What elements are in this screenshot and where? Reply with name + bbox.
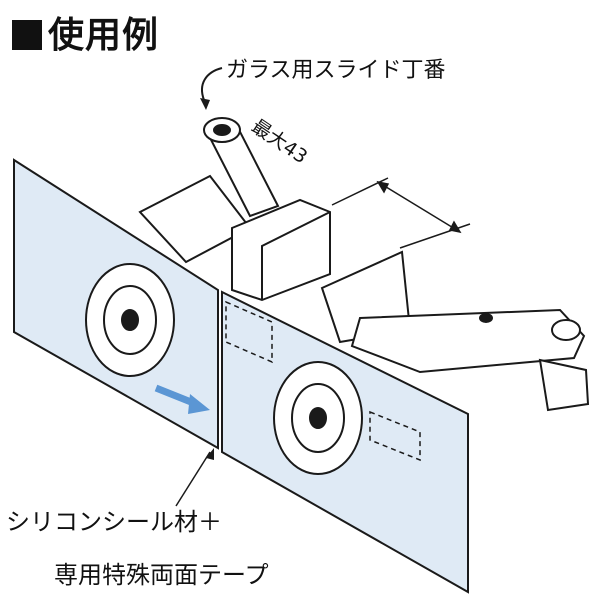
dimension-lines [331, 177, 471, 249]
sealant-leader [175, 451, 211, 507]
left-pulley [85, 263, 175, 377]
hidden-mount-plate [225, 300, 273, 364]
hinge-label: ガラス用スライド丁番 [226, 58, 446, 83]
page-title: 使用例 [12, 6, 159, 58]
hinge-body [138, 117, 590, 412]
tape-label: 専用特殊両面テープ [54, 561, 269, 589]
sealant-label: シリコンシール材＋ [6, 508, 222, 536]
leader-arrowhead [200, 98, 210, 110]
blue-arrow-icon [154, 384, 210, 414]
black-square-icon [12, 20, 42, 50]
title-text: 使用例 [48, 15, 160, 56]
right-pulley [273, 361, 363, 475]
curved-arrow-icon [201, 67, 223, 101]
